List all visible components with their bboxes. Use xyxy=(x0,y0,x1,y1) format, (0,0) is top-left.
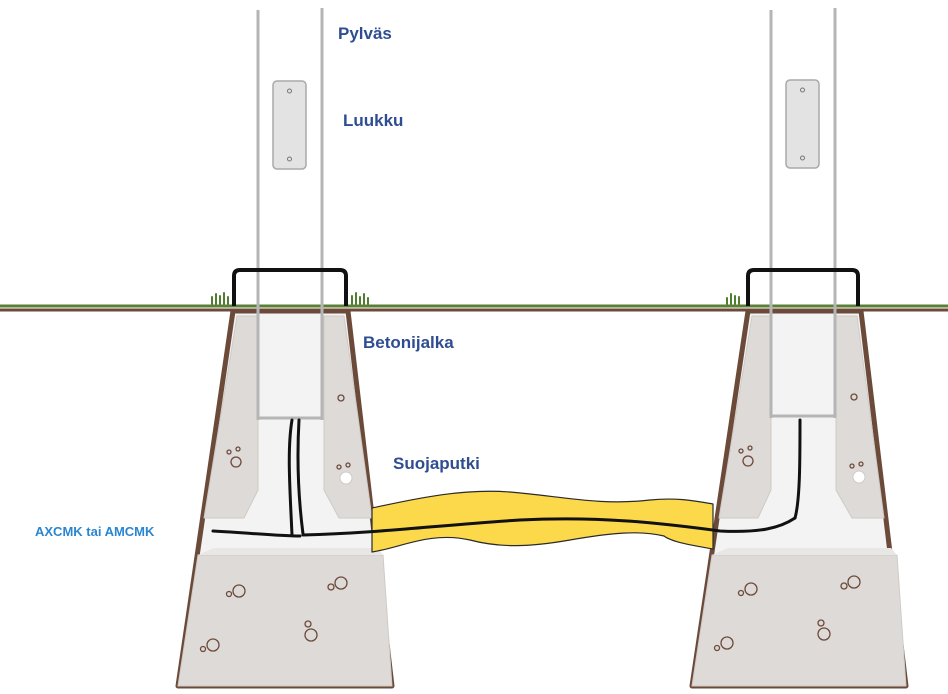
label-hatch: Luukku xyxy=(343,111,404,130)
conduit-pipe xyxy=(371,490,714,553)
pole-left xyxy=(256,8,324,420)
label-foundation: Betonijalka xyxy=(363,333,454,352)
label-cable: AXCMK tai AMCMK xyxy=(35,524,155,539)
cable-guard-right xyxy=(746,268,860,306)
aggregate-right xyxy=(713,393,864,652)
cables xyxy=(211,418,802,538)
label-pole: Pylväs xyxy=(338,24,392,43)
cable-guard-left xyxy=(232,268,348,306)
foundation-left xyxy=(175,308,395,689)
pole-right xyxy=(769,8,837,418)
label-conduit: Suojaputki xyxy=(393,454,480,473)
hatch-left xyxy=(272,80,307,170)
aggregate-left xyxy=(199,394,351,653)
hatch-right xyxy=(785,79,820,169)
grass-tufts xyxy=(211,292,740,305)
